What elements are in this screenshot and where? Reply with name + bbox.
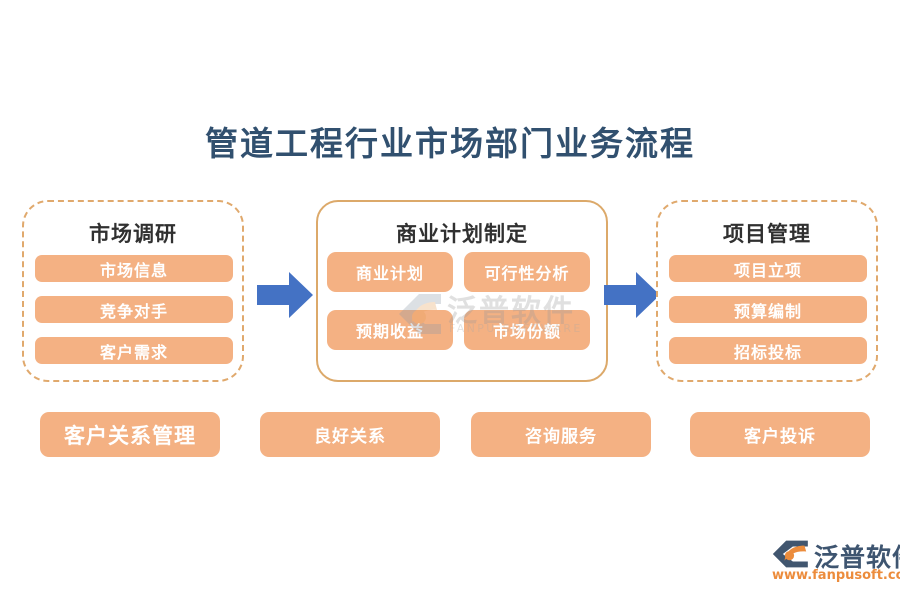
- brand-name: 泛普软件: [814, 543, 900, 572]
- stage-item-business-plan[interactable]: 商业计划: [327, 252, 453, 292]
- stage-item-expected-revenue[interactable]: 预期收益: [327, 310, 453, 350]
- stage-item-project-initiation[interactable]: 项目立项: [669, 255, 867, 282]
- bottom-item-consulting-service[interactable]: 咨询服务: [471, 412, 651, 457]
- brand-logo-icon: [770, 539, 814, 573]
- flow-arrow-2: [604, 272, 660, 322]
- brand-url: www.fanpusoft.com: [772, 568, 900, 583]
- stage-item-competitors[interactable]: 竞争对手: [35, 296, 233, 323]
- stage-item-market-share[interactable]: 市场份额: [464, 310, 590, 350]
- stage-item-bidding[interactable]: 招标投标: [669, 337, 867, 364]
- flow-arrow-1: [257, 272, 313, 322]
- stage-item-budget-preparation[interactable]: 预算编制: [669, 296, 867, 323]
- brand-logo: 泛普软件 www.fanpusoft.com: [766, 538, 900, 590]
- bottom-item-good-relationship[interactable]: 良好关系: [260, 412, 440, 457]
- stage-title-market-research: 市场调研: [89, 222, 177, 246]
- stage-item-customer-needs[interactable]: 客户需求: [35, 337, 233, 364]
- bottom-item-customer-complaint[interactable]: 客户投诉: [690, 412, 870, 457]
- stage-title-project-management: 项目管理: [723, 222, 811, 246]
- bottom-item-crm[interactable]: 客户关系管理: [40, 412, 220, 457]
- page-title: 管道工程行业市场部门业务流程: [205, 124, 695, 163]
- stage-item-feasibility-analysis[interactable]: 可行性分析: [464, 252, 590, 292]
- stage-item-market-information[interactable]: 市场信息: [35, 255, 233, 282]
- stage-title-business-plan: 商业计划制定: [396, 222, 528, 246]
